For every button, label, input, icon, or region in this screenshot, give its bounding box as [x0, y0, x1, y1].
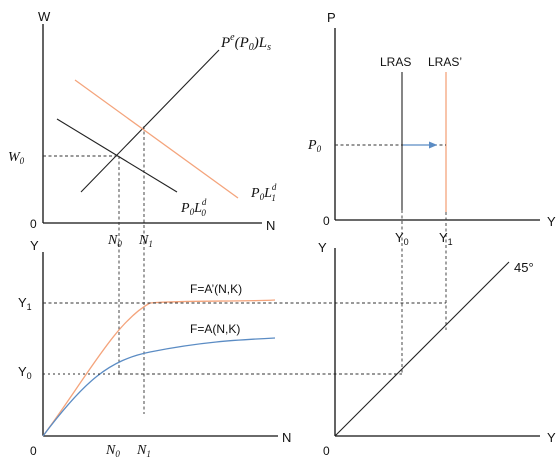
price-origin-label: 0: [323, 214, 330, 228]
forty-five-line: [334, 261, 510, 437]
price-y-axis-label: P: [327, 10, 336, 25]
price-y1-label: Y1: [439, 230, 453, 247]
production-curve-prime: [42, 299, 276, 437]
production-n1-label: N1: [136, 443, 151, 459]
labor-origin-label: 0: [30, 217, 37, 231]
production-x-axis-label: N: [282, 430, 291, 445]
labor-supply-curve: [80, 49, 220, 193]
production-y0-label: Y0: [18, 364, 32, 381]
production-n0-label: N0: [105, 443, 120, 459]
production-panel: Y N 0 F=A’(N,K) F=A(N,K) Y1 Y0 N0 N1: [18, 238, 446, 459]
production-f-prime-label: F=A’(N,K): [190, 282, 242, 296]
production-f-label: F=A(N,K): [190, 322, 240, 336]
labor-w0-label: W0: [8, 150, 25, 166]
labor-demand-curve-0: [56, 118, 178, 193]
labor-n0-label: N0: [107, 233, 122, 249]
labor-y-axis-label: W: [38, 9, 51, 24]
production-y-axis-label: Y: [30, 238, 39, 253]
labor-n1-label: N1: [138, 233, 153, 249]
lras-prime-label: LRAS’: [428, 55, 462, 69]
production-y1-label: Y1: [18, 295, 32, 312]
lras-label: LRAS: [380, 55, 411, 69]
production-origin-label: 0: [30, 444, 37, 458]
price-y0-label: Y0: [395, 230, 409, 247]
line-origin-label: 0: [323, 444, 330, 458]
labor-supply-label: Pe(P0)Ls: [220, 32, 271, 53]
price-p0-label: P0: [307, 138, 322, 154]
price-x-axis-label: Y: [547, 214, 556, 229]
line-x-axis-label: Y: [547, 430, 556, 445]
labor-x-axis-label: N: [266, 218, 275, 233]
labor-demand-curve-1: [74, 79, 239, 199]
production-curve: [42, 337, 276, 437]
line-y-axis-label: Y: [318, 240, 327, 255]
forty-five-panel: Y Y 0 45°: [318, 240, 556, 458]
forty-five-label: 45°: [514, 260, 534, 275]
price-panel: P Y 0 LRAS LRAS’ P0 Y0 Y1: [307, 10, 556, 374]
